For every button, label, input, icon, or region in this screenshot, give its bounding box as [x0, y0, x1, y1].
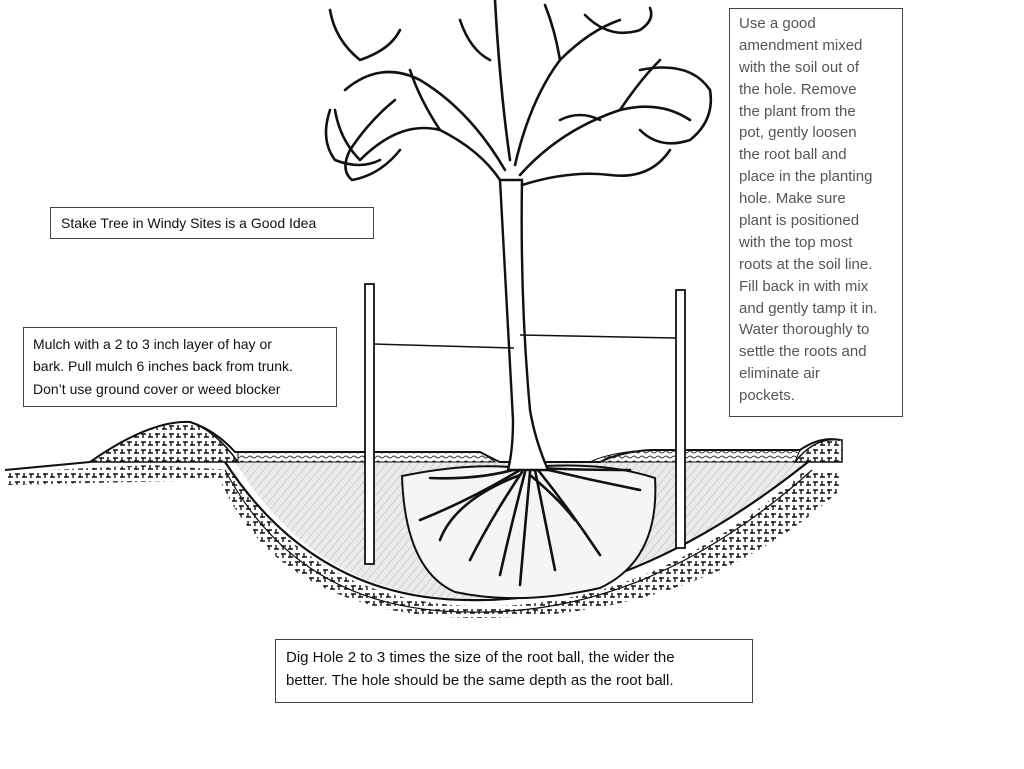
note-line: place in the planting — [739, 168, 873, 186]
note-line: the hole. Remove — [739, 80, 857, 98]
note-line: plant is positioned — [739, 212, 860, 230]
mulch-note: Mulch with a 2 to 3 inch layer of hay or… — [23, 327, 337, 407]
soil-berm-right — [793, 438, 843, 463]
note-line: roots at the soil line. — [739, 255, 873, 273]
hole-outer-edge — [224, 469, 813, 613]
stake-tree-note: Stake Tree in Windy Sites is a Good Idea — [50, 207, 374, 239]
stake-tie-right — [519, 334, 677, 339]
planting-instructions-note: Use a good amendment mixed with the soil… — [729, 8, 903, 417]
note-line: the root ball and — [739, 146, 847, 164]
note-line: and gently tamp it in. — [739, 299, 878, 317]
note-line: Don’t use ground cover or weed blocker — [33, 380, 281, 397]
note-line: amendment mixed — [739, 36, 863, 54]
note-line: pockets. — [739, 387, 795, 405]
note-line: hole. Make sure — [739, 190, 846, 208]
note-line: settle the roots and — [739, 343, 867, 361]
note-line: Stake Tree in Windy Sites is a Good Idea — [61, 215, 317, 231]
note-line: Mulch with a 2 to 3 inch layer of hay or — [33, 336, 272, 352]
soil-berm-left — [87, 421, 240, 463]
note-line: Use a good — [739, 15, 816, 32]
note-line: Fill back in with mix — [739, 277, 869, 295]
note-line: Dig Hole 2 to 3 times the size of the ro… — [286, 649, 675, 666]
tree-crown — [324, 0, 713, 187]
note-line: with the top most — [739, 233, 853, 251]
note-line: with the soil out of — [739, 58, 860, 76]
stake-tie-left — [373, 343, 515, 349]
stake-right — [675, 289, 686, 549]
mulch-layer-right — [589, 449, 801, 463]
roots — [418, 466, 642, 587]
note-line: better. The hole should be the same dept… — [286, 672, 674, 690]
note-line: eliminate air — [739, 365, 820, 383]
dig-hole-note: Dig Hole 2 to 3 times the size of the ro… — [275, 639, 753, 703]
hole-outline — [224, 461, 809, 602]
tree-trunk — [498, 178, 550, 472]
note-line: the plant from the — [739, 102, 856, 120]
note-line: bark. Pull mulch 6 inches back from trun… — [33, 358, 293, 375]
stake-left — [364, 283, 375, 565]
note-line: Water thoroughly to — [739, 321, 870, 339]
note-line: pot, gently loosen — [739, 124, 857, 142]
native-soil-left — [8, 465, 840, 619]
